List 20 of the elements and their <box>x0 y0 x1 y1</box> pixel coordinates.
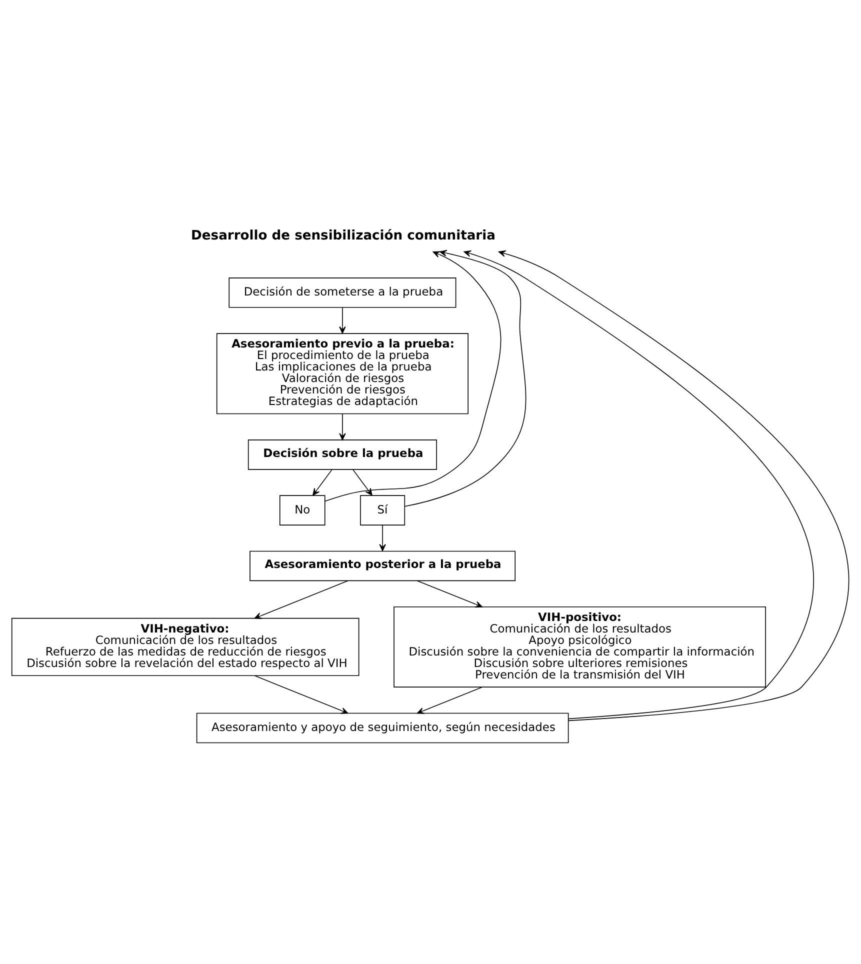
arrow <box>339 413 346 440</box>
arrow <box>339 306 346 334</box>
node-box: VIH-negativo: Comunicación de los resultados Refuerzo de las medidas de reducción de riesgos Discusión sobre la revelación del estado respecto al VIH <box>11 617 360 676</box>
node-box: Asesoramiento posterior a la prueba <box>250 550 516 581</box>
node-box: Decisión sobre la prueba <box>248 439 437 470</box>
arrow <box>498 250 850 721</box>
node-box: No <box>279 494 326 525</box>
node-box: Asesoramiento y apoyo de seguimiento, según necesidades <box>196 712 569 743</box>
node-box: Decisión de someterse a la prueba <box>228 277 456 308</box>
node-text: Desarrollo de sensibilización comunitaria <box>191 228 496 243</box>
arrow <box>464 250 814 719</box>
arrow <box>416 580 482 608</box>
node-box: VIH-positivo: Comunicación de los resultados Apoyo psicológico Discusión sobre la conveniencia de compartir la información Discusión sobre ulteriores remisiones Prevención de la transmisión del VIH <box>394 606 766 687</box>
arrow <box>254 674 348 714</box>
node-box: Sí <box>360 494 406 525</box>
arrow <box>254 580 348 618</box>
arrow <box>416 686 482 714</box>
node-box: Asesoramiento previo a la prueba: El procedimiento de la prueba Las implicaciones de la prueba Valoración de riesgos Prevención de riesgos Estrategias de adaptación <box>216 332 468 414</box>
arrow <box>379 524 386 551</box>
arrow <box>312 468 332 496</box>
